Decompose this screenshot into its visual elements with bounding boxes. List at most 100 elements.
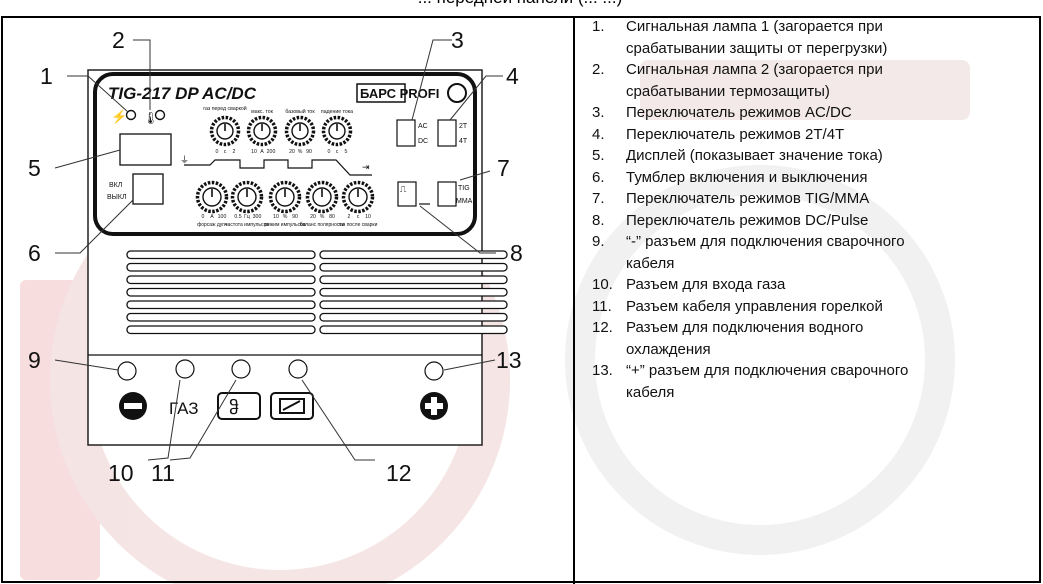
callout-1: 1 bbox=[40, 63, 53, 89]
knob-scale-unit: % bbox=[283, 214, 288, 220]
vent-slot bbox=[319, 262, 508, 272]
knob-scale-min: 10 bbox=[273, 214, 279, 220]
knob-scale-unit: с bbox=[224, 149, 227, 155]
legend-number: 12. bbox=[592, 319, 613, 336]
knob-label: частота импульсов bbox=[225, 222, 269, 228]
knob-label: форсаж дуги bbox=[197, 222, 227, 228]
legend-item: 13.“+” разъем для подключения сварочного… bbox=[578, 360, 1043, 403]
callout-9: 9 bbox=[28, 347, 41, 373]
bottom-knob bbox=[305, 180, 339, 214]
callout-8: 8 bbox=[510, 240, 523, 266]
legend-number: 11. bbox=[592, 297, 612, 315]
connector-minus bbox=[117, 361, 137, 381]
knob-label: баланс полярности bbox=[300, 222, 345, 228]
bottom-knob bbox=[268, 180, 302, 214]
top-knob bbox=[321, 115, 353, 147]
mma-label: MMA bbox=[456, 198, 473, 205]
legend-text: Переключатель режимов DC/Pulse bbox=[626, 211, 869, 229]
vent-slot bbox=[126, 275, 316, 285]
bottom-knob bbox=[230, 180, 264, 214]
knob-scale-min: 0 bbox=[216, 149, 219, 155]
legend-number: 5. bbox=[592, 147, 605, 164]
vent-slot bbox=[319, 250, 508, 260]
knob-scale-max: 90 bbox=[292, 214, 298, 220]
brand-name: БАРС PROFI bbox=[360, 86, 439, 101]
legend-text: Переключатель режимов TIG/MMA bbox=[626, 190, 870, 207]
vent-slot bbox=[126, 287, 316, 297]
connector-water-cooling bbox=[288, 359, 308, 379]
torch-symbol-icon: ჵ bbox=[217, 392, 261, 420]
gas-label: ГАЗ bbox=[169, 399, 198, 418]
ac-label: AC bbox=[418, 123, 428, 130]
page-title: ... передней панели (... ...) bbox=[240, 0, 800, 8]
knob-scale-min: 10 bbox=[251, 149, 257, 155]
watermark-logo bbox=[20, 60, 970, 584]
knob-scale-unit: с bbox=[336, 149, 339, 155]
legend-text: Разъем для подключения водного охлаждени… bbox=[626, 319, 864, 358]
knob-label: режим импульсов bbox=[264, 222, 306, 228]
legend-text: Переключатель режимов 2T/4T bbox=[626, 125, 845, 143]
power-on-label: ВКЛ bbox=[109, 182, 123, 189]
switch-tig-mma bbox=[437, 181, 457, 207]
legend-panel: 1.Сигнальная лампа 1 (загорается при сра… bbox=[578, 16, 1043, 584]
connector-plus bbox=[424, 361, 444, 381]
model-name: TIG-217 DP AC/DC bbox=[108, 84, 257, 103]
power-off-label: ВЫКЛ bbox=[107, 194, 127, 201]
vent-slot bbox=[126, 262, 316, 272]
thermometer-icon: 🌡 bbox=[143, 111, 158, 125]
knob-label: газ перед сваркой bbox=[203, 105, 247, 112]
lamp-thermal: 🌡 bbox=[143, 109, 166, 125]
vent-slot bbox=[319, 300, 508, 310]
knob-label: падение тока bbox=[321, 109, 353, 115]
knob-scale-min: 20 bbox=[310, 214, 316, 220]
callout-3: 3 bbox=[451, 27, 464, 53]
legend-item: 2.Сигнальная лампа 2 (загорается при сра… bbox=[578, 59, 1043, 102]
callout-6: 6 bbox=[28, 240, 41, 266]
legend-item: 9.“-” разъем для подключения сварочного … bbox=[578, 231, 1043, 274]
legend-number: 10. bbox=[592, 276, 613, 293]
knob-scale-max: 80 bbox=[329, 214, 335, 220]
vent-slot bbox=[319, 325, 508, 335]
legend-number: 7. bbox=[592, 190, 605, 207]
plus-symbol-icon bbox=[420, 392, 448, 420]
vent-slot bbox=[126, 325, 316, 335]
knob-scale-min: 0 bbox=[202, 214, 205, 220]
legend-item: 3.Переключатель режимов AC/DC bbox=[578, 102, 1043, 124]
top-knob bbox=[209, 115, 241, 147]
legend-item: 6.Тумблер включения и выключения bbox=[578, 167, 1043, 189]
knob-scale-min: 20 bbox=[289, 149, 295, 155]
knob-scale-max: 100 bbox=[218, 214, 227, 220]
knob-scale-min: 0.5 bbox=[234, 214, 241, 220]
knob-scale-max: 90 bbox=[306, 149, 312, 155]
vent-slot bbox=[126, 312, 316, 322]
power-switch bbox=[132, 173, 164, 205]
legend-item: 4.Переключатель режимов 2T/4T bbox=[578, 124, 1043, 146]
knob-label: газ после сварки bbox=[339, 222, 378, 228]
callout-11: 11 bbox=[151, 460, 175, 486]
switch-2t-4t bbox=[437, 119, 457, 147]
dc-label: DC bbox=[418, 138, 428, 145]
2t-label: 2T bbox=[459, 123, 468, 130]
legend-text: Тумблер включения и выключения bbox=[626, 168, 868, 186]
bottom-knob bbox=[341, 180, 375, 214]
legend-number: 9. bbox=[592, 233, 605, 250]
legend-item: 12. Разъем для подключения водного охлажд… bbox=[578, 317, 1043, 360]
knob-scale-min: 0 bbox=[328, 149, 331, 155]
legend-text: Разъем кабеля управления горелкой bbox=[626, 297, 883, 315]
top-knob bbox=[284, 115, 316, 147]
svg-text:⏚: ⏚ bbox=[180, 155, 189, 165]
legend-text: Дисплей (показывает значение тока) bbox=[626, 147, 883, 164]
knob-scale-unit: А bbox=[210, 214, 214, 220]
knob-scale-max: 10 bbox=[365, 214, 371, 220]
knob-scale-max: 2 bbox=[233, 149, 236, 155]
knob-scale-min: 2 bbox=[348, 214, 351, 220]
legend-item: 8.Переключатель режимов DC/Pulse bbox=[578, 210, 1043, 232]
knob-label: макс. ток bbox=[251, 109, 273, 115]
vent-slot bbox=[126, 250, 316, 260]
callout-lines bbox=[54, 39, 503, 461]
legend-text: “+” разъем для подключения сварочного ка… bbox=[626, 362, 909, 401]
callout-4: 4 bbox=[506, 63, 519, 89]
callout-7: 7 bbox=[497, 155, 510, 181]
knob-scale-max: 300 bbox=[253, 214, 262, 220]
